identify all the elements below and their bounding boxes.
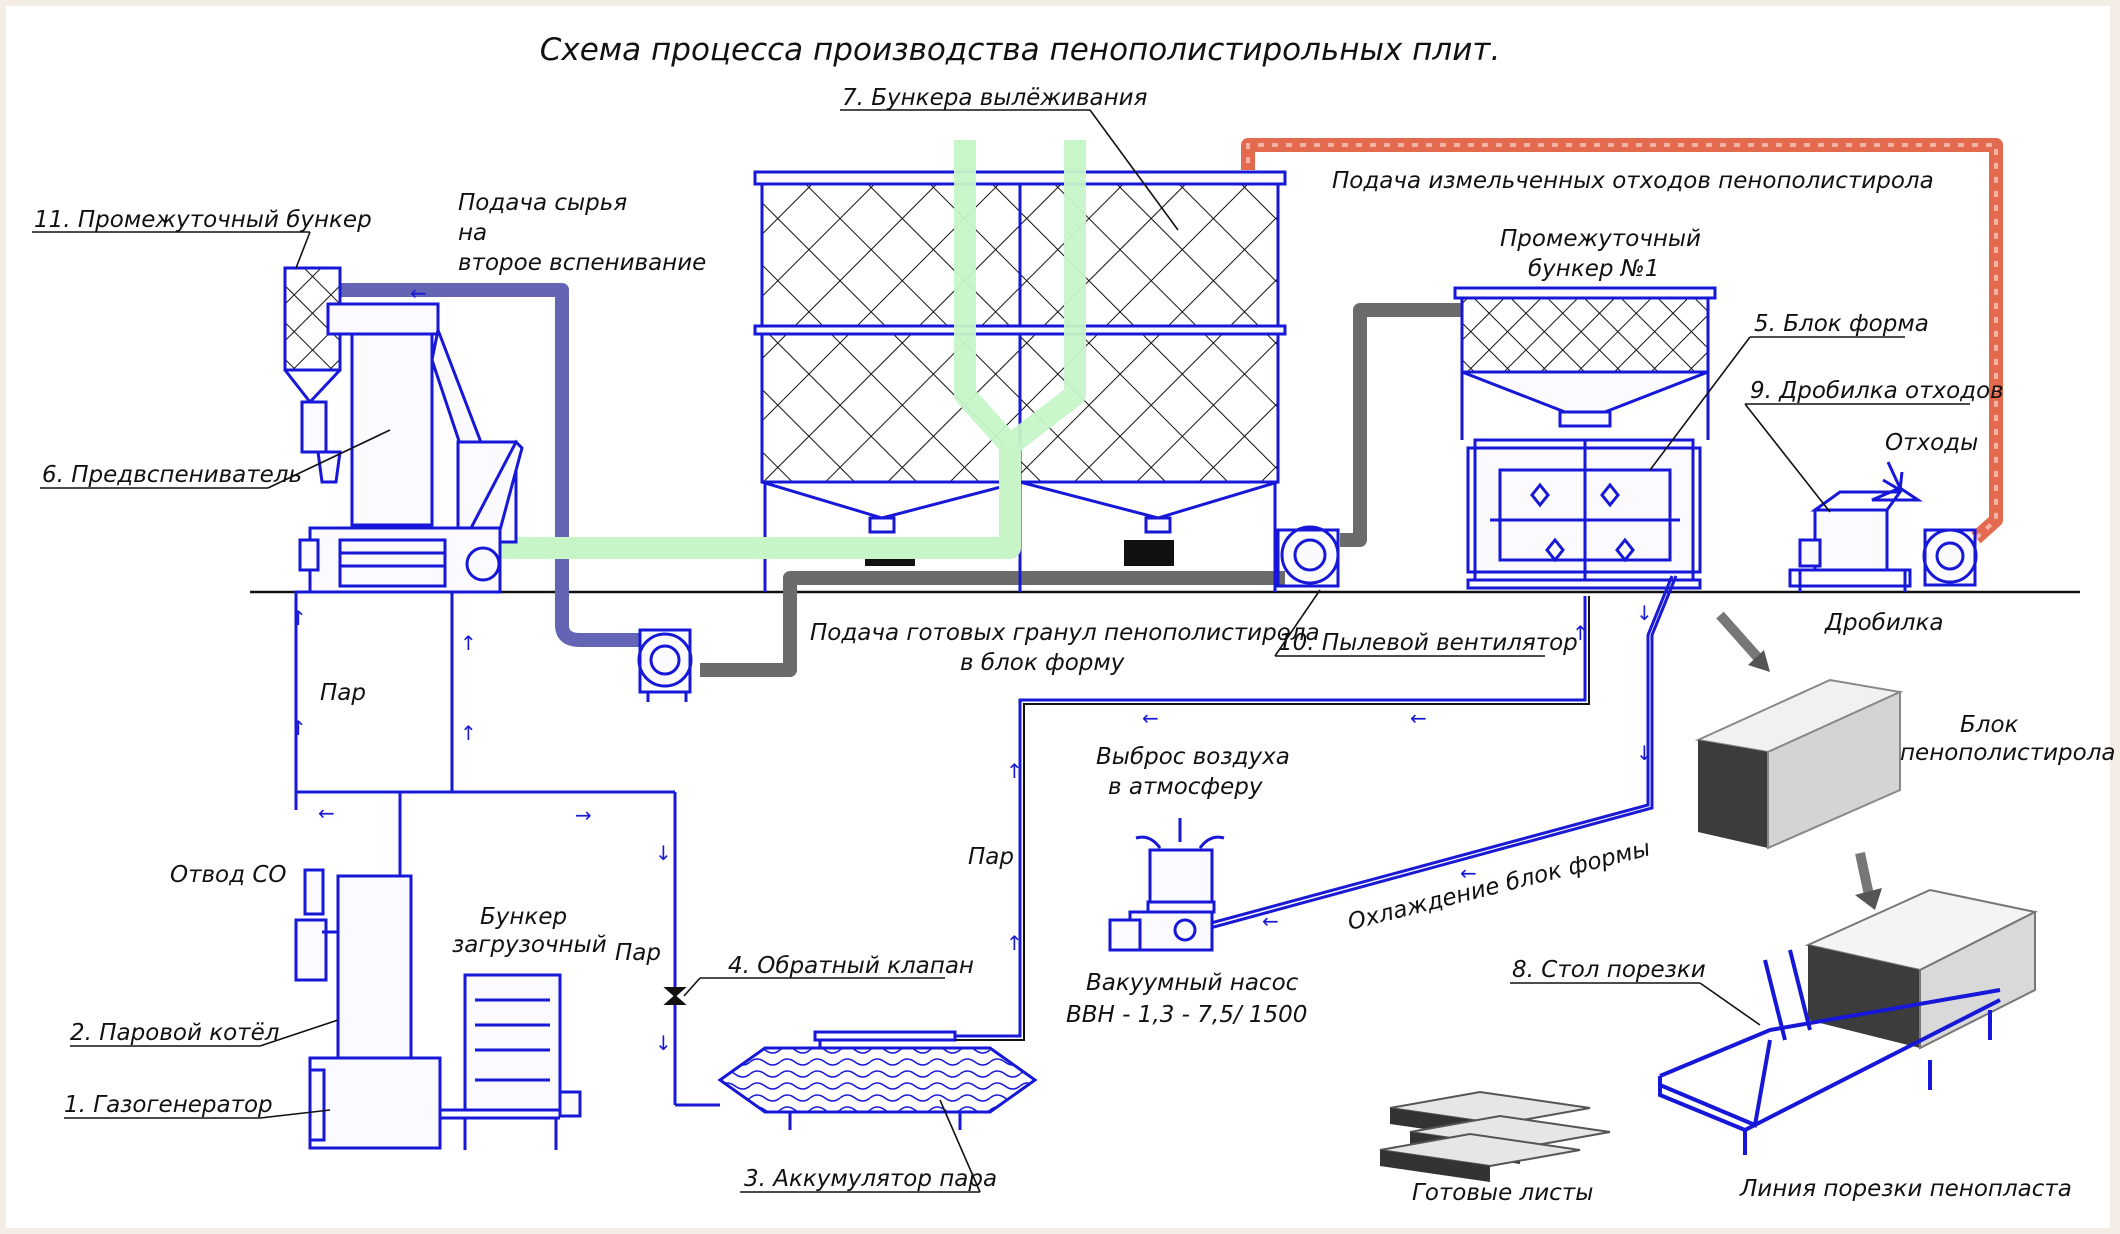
svg-text:↑: ↑ — [290, 606, 307, 630]
label-granules-2: в блок форму — [960, 650, 1125, 676]
label-granules-1: Подача готовых гранул пенополистирола — [810, 620, 1320, 646]
label-gasgen-1: 1. Газогенератор — [64, 1092, 273, 1118]
label-accumulator-3: 3. Аккумулятор пара — [744, 1166, 997, 1192]
svg-text:↓: ↓ — [655, 1031, 672, 1055]
label-boiler-2: 2. Паровой котёл — [70, 1020, 280, 1046]
svg-text:←: ← — [1460, 861, 1477, 885]
svg-text:↑: ↑ — [1006, 759, 1023, 783]
label-inter-bunker-1: Промежуточный — [1500, 226, 1701, 252]
waste-arrowhead-icon — [1882, 471, 1904, 493]
label-air-2: в атмосферу — [1108, 774, 1263, 800]
label-cut-table-8: 8. Стол порезки — [1512, 957, 1706, 983]
steam-accumulator-3 — [717, 1030, 1038, 1130]
cooling-pipe — [1184, 575, 1674, 932]
label-feed-raw-1: Подача сырья — [458, 190, 627, 216]
svg-text:←: ← — [1142, 706, 1159, 730]
label-ready-sheets: Готовые листы — [1412, 1180, 1593, 1206]
foam-block-icon — [1694, 678, 1904, 850]
fan-to-bunker-pipe — [1340, 303, 1462, 547]
crusher-9 — [1788, 486, 1978, 592]
steam-boiler-2 — [294, 868, 442, 1150]
vacuum-pump-icon — [1108, 818, 1225, 952]
label-bunker-7: 7. Бункера вылёживания — [842, 85, 1148, 111]
svg-text:←: ← — [1262, 909, 1279, 933]
svg-text:↑: ↑ — [460, 721, 477, 745]
diagram-title: Схема процесса производства пенополистир… — [540, 32, 1501, 68]
label-crusher: Дробилка — [1824, 610, 1943, 636]
green-pipe-lower — [495, 445, 1021, 559]
steam-to-form-pipe-outline — [955, 596, 1590, 1041]
svg-text:↑: ↑ — [1006, 931, 1023, 955]
label-waste: Отходы — [1885, 430, 1978, 456]
svg-text:↓: ↓ — [1636, 601, 1653, 625]
fan-10-icon — [1276, 525, 1340, 588]
svg-text:↓: ↓ — [1636, 741, 1653, 765]
waste-arrow-icon — [1886, 461, 1902, 489]
steam-arrow-icons: ↑ ↑ ↑ ↑ ← → ↓ ↓ ↑ ↑ ← ← ↑ ↓ ↓ ← ← ← — [290, 281, 1653, 1055]
label-inter-bunker-2: бункер №1 — [1528, 256, 1659, 282]
label-block-form-5: 5. Блок форма — [1754, 311, 1929, 337]
label-waste-feed: Подача измельченных отходов пенополистир… — [1332, 168, 1934, 194]
label-pre-expander-6: 6. Предвспениватель — [42, 462, 302, 488]
label-air-1: Выброс воздуха — [1096, 744, 1290, 770]
granule-feed-pipe — [700, 571, 1287, 677]
label-hopper-1: Бункер — [480, 904, 567, 930]
label-crusher-9: 9. Дробилка отходов — [1750, 378, 2004, 404]
label-hopper-2: загрузочный — [452, 932, 607, 958]
waste-feed-pipe-highlight — [1246, 143, 1998, 540]
svg-text:←: ← — [410, 281, 427, 305]
cooling-pipe-2 — [1187, 575, 1678, 936]
label-feed-raw-3: второе вспенивание — [458, 250, 706, 276]
label-feed-raw-2: на — [458, 220, 487, 246]
label-co-outlet: Отвод СО — [170, 862, 287, 888]
block-form-5 — [1453, 286, 1717, 590]
label-foam-block-1: Блок — [1960, 712, 2019, 738]
raw-feed-pipe — [310, 283, 640, 647]
ready-sheets-icon — [1379, 1090, 1611, 1182]
label-cut-line: Линия порезки пенопласта — [1739, 1176, 2072, 1202]
cutting-table-8 — [1658, 888, 2039, 1155]
steam-to-form-pipe — [955, 596, 1587, 1038]
label-vacuum-2: ВВН - 1,3 - 7,5/ 1500 — [1066, 1002, 1307, 1028]
check-valve-icon — [663, 987, 687, 1005]
loading-hopper — [440, 973, 582, 1150]
svg-text:↓: ↓ — [655, 841, 672, 865]
svg-text:↑: ↑ — [460, 631, 477, 655]
flow-arrow-icons — [1716, 611, 1882, 910]
leader-lines — [32, 109, 1970, 1193]
fan-icon — [637, 628, 693, 702]
label-vacuum-1: Вакуумный насос — [1086, 970, 1299, 996]
label-check-valve-4: 4. Обратный клапан — [728, 953, 974, 979]
svg-text:←: ← — [1410, 706, 1427, 730]
label-bunker-11: 11. Промежуточный бункер — [34, 207, 372, 233]
label-foam-block-2: пенополистирола — [1900, 740, 2116, 766]
label-steam-2: Пар — [615, 940, 661, 966]
steam-system — [294, 590, 720, 1107]
label-fan-10: 10. Пылевой вентилятор — [1278, 630, 1578, 656]
svg-text:↑: ↑ — [1572, 621, 1589, 645]
svg-text:↑: ↑ — [290, 716, 307, 740]
label-steam-3: Пар — [968, 844, 1014, 870]
svg-text:←: ← — [318, 801, 335, 825]
svg-text:→: → — [575, 803, 592, 827]
label-steam-1: Пар — [320, 680, 366, 706]
